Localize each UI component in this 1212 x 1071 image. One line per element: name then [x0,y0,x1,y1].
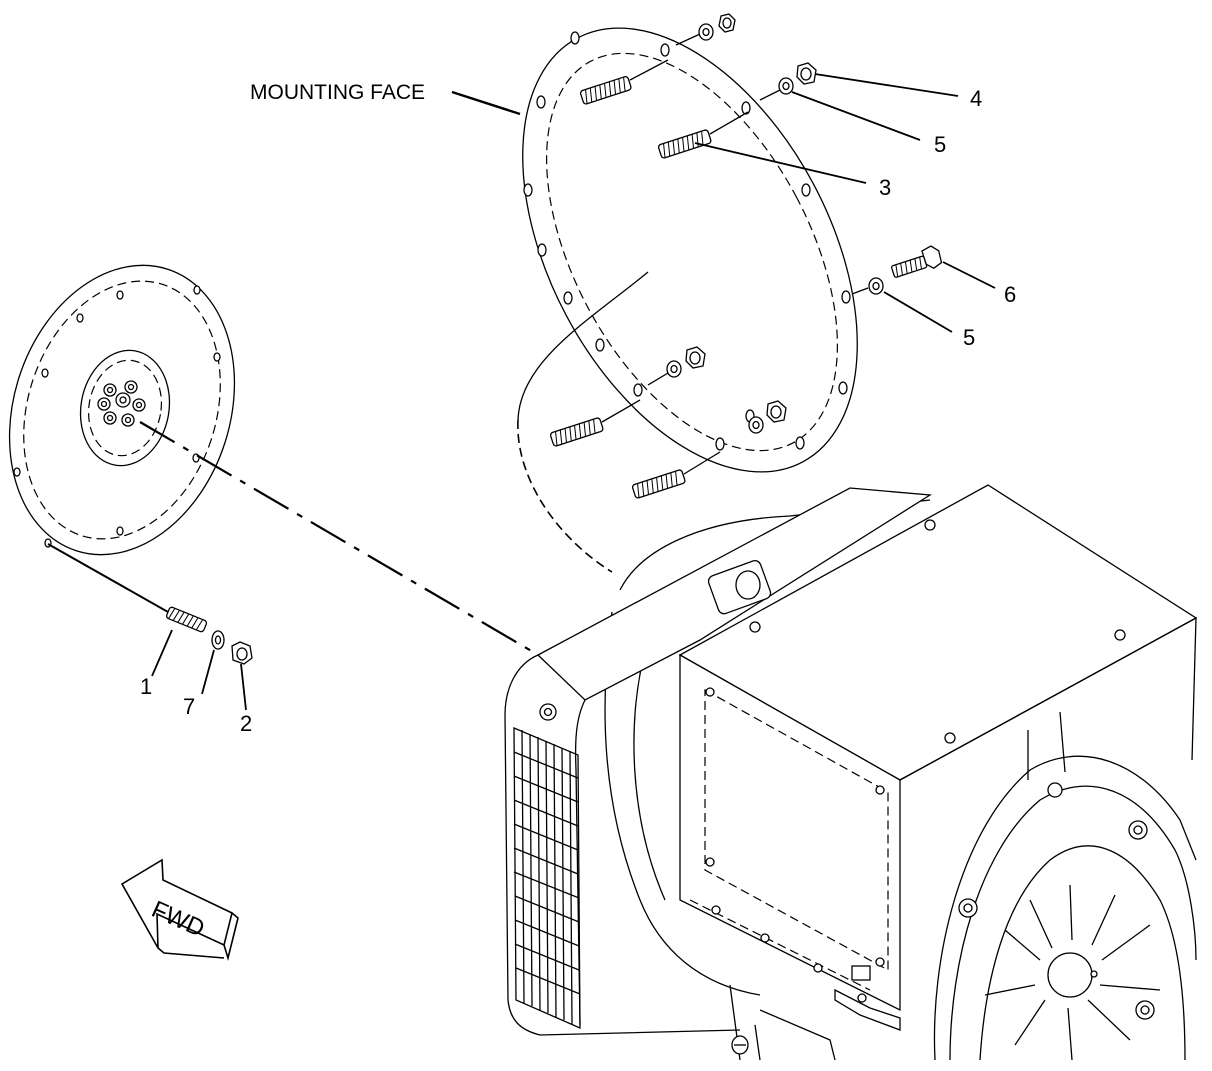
stud-upper-left [579,76,632,105]
nut-washer-item-4-5 [759,62,817,101]
ring-to-housing-leader-dash [517,419,613,573]
mounting-face-label: MOUNTING FACE [250,81,425,104]
callout-5-lower: 5 [963,325,975,350]
bolt-item-6 [851,245,943,295]
callout-7: 7 [183,694,195,719]
ring-bolt-holes [523,31,851,451]
stud-bottom [631,469,686,499]
stud-item-3 [657,129,712,159]
nut-washer-lower-right [748,400,787,434]
stud-lower-left [549,417,604,447]
nut-item-2 [231,641,253,665]
leader-lines [151,73,996,711]
washer-item-7 [211,630,225,650]
hub-bolts [97,380,146,427]
flex-plate [8,264,236,556]
callout-2: 2 [240,711,252,736]
nut-washer-top [675,13,736,46]
nut-washer-lower-left [647,346,706,386]
fan-grille [513,727,581,1029]
stud-item-1 [166,606,208,633]
fwd-arrow: FWD [120,858,239,961]
callout-6: 6 [1004,282,1016,307]
centerline-hub [139,421,541,657]
callout-3: 3 [879,175,891,200]
ring-to-housing-leader [517,271,649,421]
callout-4: 4 [970,86,982,111]
callout-5-upper: 5 [934,132,946,157]
callout-1: 1 [140,674,152,699]
generator-assembly [504,484,1198,1061]
end-bell [933,755,1197,1061]
mounting-face-ring [522,27,858,473]
axis-stud-upper-left [629,59,669,81]
